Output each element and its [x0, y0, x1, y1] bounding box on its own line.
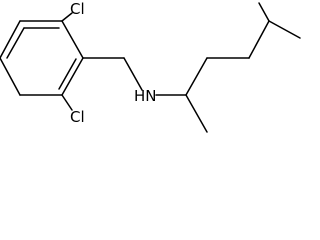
ring-double-bond [58, 58, 77, 90]
ring-bond [61, 57, 84, 96]
bond-to-cl-bottom [61, 94, 73, 111]
bond-ch-to-methyl [185, 94, 208, 133]
bond-to-cl-top [61, 12, 73, 22]
bond-ch-to-ch2 [185, 57, 208, 96]
ring-bond [0, 20, 21, 59]
ring-double-bond [6, 27, 25, 59]
bond-ch-to-methyl-right [268, 20, 301, 39]
substituent-bonds [61, 2, 301, 133]
benzene-ring [0, 20, 84, 96]
chlorine-label-bottom: Cl [70, 108, 85, 126]
ring-bond [0, 57, 21, 96]
chlorine-label-top: Cl [70, 0, 85, 18]
bond-ch-to-methyl-top [258, 2, 270, 22]
chemical-structure: Cl Cl HN [0, 0, 301, 133]
atom-labels: Cl Cl HN [70, 0, 157, 126]
bond-ch2-to-n [123, 57, 143, 91]
bond-ch2-to-ch [248, 20, 270, 59]
ring-bond [61, 20, 84, 59]
amine-label: HN [134, 87, 157, 105]
